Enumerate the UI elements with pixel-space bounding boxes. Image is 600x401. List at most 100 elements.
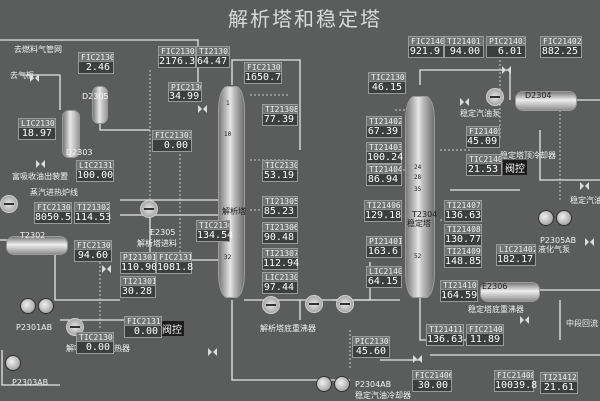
pump-p2304b[interactable] <box>334 376 350 392</box>
gauge-tag: TI21409 <box>447 247 481 256</box>
gauge-tag: TI21410 <box>443 281 477 290</box>
tray-label: 32 <box>224 254 232 261</box>
gauge-tic21302[interactable]: TIC2130246.15 <box>368 72 406 94</box>
gauge-value: 114.53 <box>75 211 112 223</box>
gauge-tic21306[interactable]: TIC21306134.54 <box>196 220 233 242</box>
gauge-fic21305[interactable]: FIC213052176.3 <box>158 46 196 68</box>
control-valve-icon[interactable] <box>413 355 422 363</box>
gauge-fic21302[interactable]: FIC213028050.5 <box>34 202 72 224</box>
gauge-value: 8050.5 <box>35 211 72 223</box>
gauge-lic21309[interactable]: LIC2130997.44 <box>262 272 298 294</box>
gauge-fic21311[interactable]: FIC213111081.8 <box>156 252 193 274</box>
control-valve-icon[interactable] <box>585 238 594 246</box>
gauge-tag: TI21401 <box>447 37 481 46</box>
gauge-value: 90.48 <box>263 231 297 243</box>
gauge-value: 94.60 <box>75 249 111 261</box>
gauge-lic21301[interactable]: LIC2130118.97 <box>18 118 56 140</box>
control-valve-icon[interactable] <box>198 105 207 113</box>
control-valve-icon[interactable] <box>502 66 511 74</box>
control-valve-icon[interactable] <box>580 182 589 190</box>
gauge-tag: TIC21408 <box>469 155 501 164</box>
gauge-fic21401[interactable]: FIC21401921.9 <box>408 36 444 58</box>
tray-label: 10 <box>224 131 232 138</box>
gauge-tic21408[interactable]: TIC2140821.53 <box>466 154 502 176</box>
label-d2305: D2305 <box>82 92 109 101</box>
gauge-value: 148.85 <box>445 255 482 267</box>
gauge-tag: TI21305 <box>265 197 297 206</box>
gauge-pic21307[interactable]: PIC2130745.60 <box>352 336 390 358</box>
gauge-tag: FIC21407 <box>469 325 503 334</box>
control-valve-icon[interactable] <box>460 98 469 106</box>
gauge-value: 2.46 <box>79 61 113 73</box>
gauge-lic21401[interactable]: LIC2140164.15 <box>366 266 402 288</box>
gauge-ti21303[interactable]: TI2130364.47 <box>196 46 230 68</box>
pump-p2305a[interactable] <box>538 210 554 226</box>
stabilizer-column <box>405 96 435 298</box>
label-p2303: P2303AB <box>12 378 49 387</box>
control-valve-icon[interactable] <box>30 74 39 82</box>
label-feed: 解析塔进料 <box>137 239 177 248</box>
gauge-value: 182.17 <box>497 253 535 265</box>
gauge-tag: PI21301 <box>123 253 155 262</box>
gauge-value: 67.39 <box>367 125 401 137</box>
label-fuel-gas: 去燃料气管网 <box>14 45 62 54</box>
pump-p2305b[interactable] <box>556 210 572 226</box>
pump-p2303a[interactable] <box>5 355 21 371</box>
gauge-value: 18.97 <box>19 127 55 139</box>
gauge-tag: PI21401 <box>369 237 401 246</box>
gauge-fic21312[interactable]: FIC213120.00 <box>124 316 162 338</box>
pump-p2301b[interactable] <box>38 298 54 314</box>
control-valve-icon[interactable] <box>36 160 45 168</box>
gauge-tag: TI21402 <box>369 117 401 126</box>
gauge-fic21407[interactable]: FIC2140711.89 <box>466 324 504 346</box>
gauge-fic21304[interactable]: FIC213042.46 <box>78 52 114 74</box>
gauge-tag: TIC21302 <box>371 73 405 82</box>
gauge-value: 45.09 <box>467 135 499 147</box>
deethanizer-column <box>218 86 245 298</box>
pump-p2304a[interactable] <box>316 376 332 392</box>
control-valve-icon[interactable] <box>102 265 111 273</box>
gauge-tag: FIC21306 <box>247 63 281 72</box>
gauge-tag: PIC21305 <box>171 83 201 92</box>
control-valve-icon[interactable] <box>208 348 217 356</box>
gauge-tag: TI21306 <box>265 223 297 232</box>
gauge-lic21310[interactable]: LIC21310100.00 <box>76 160 114 182</box>
gauge-fic21306[interactable]: FIC213061650.7 <box>244 62 282 84</box>
pump-p2301a[interactable] <box>20 298 36 314</box>
gauge-tic21308[interactable]: TIC213080.00 <box>76 332 114 354</box>
gauge-pic21305[interactable]: PIC2130534.99 <box>168 82 202 102</box>
gauge-fic21307[interactable]: FIC2130794.60 <box>74 240 112 262</box>
gauge-tic21304[interactable]: TIC2130453.19 <box>262 160 298 182</box>
gauge-fi21405[interactable]: FI2140545.09 <box>466 126 500 148</box>
gauge-value: 46.15 <box>369 81 405 93</box>
control-valve-icon[interactable] <box>520 316 529 324</box>
